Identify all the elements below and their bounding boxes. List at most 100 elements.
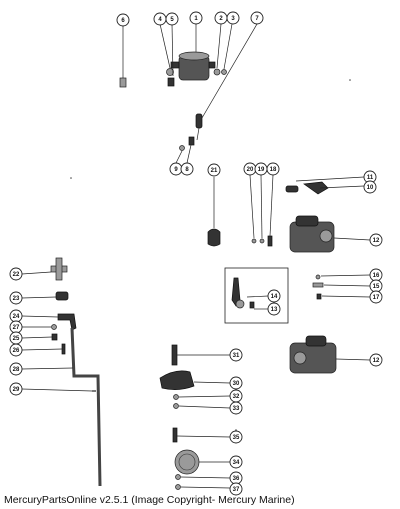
part-2-nut (213, 68, 221, 76)
callout-35: 35 (229, 430, 243, 444)
part-10-lever (303, 181, 329, 195)
callout-4: 4 (153, 12, 167, 26)
callout-23: 23 (9, 291, 23, 305)
throttle-parts (159, 344, 231, 490)
svg-text:34: 34 (233, 460, 240, 466)
carburetor-upper (285, 176, 371, 253)
part-7-lead (195, 113, 203, 129)
callout-6: 6 (116, 13, 130, 27)
callout-11: 11 (363, 170, 377, 184)
svg-text:35: 35 (233, 435, 240, 441)
callout-13: 13 (267, 302, 281, 316)
svg-text:18: 18 (270, 167, 277, 173)
callout-29: 29 (9, 382, 23, 396)
svg-text:26: 26 (13, 348, 20, 354)
svg-text:8: 8 (185, 167, 189, 173)
callout-36: 36 (229, 471, 243, 485)
part-32-washer (173, 394, 179, 400)
svg-text:5: 5 (170, 17, 174, 23)
svg-text:3: 3 (231, 16, 235, 22)
part-5-terminal (167, 77, 175, 87)
part-36-washer (175, 474, 181, 480)
svg-text:7: 7 (255, 16, 259, 22)
part-8-screw (188, 136, 195, 146)
svg-text:13: 13 (271, 307, 278, 313)
callout-12-lower: 12 (369, 353, 383, 367)
svg-text:6: 6 (121, 18, 125, 24)
callout-19: 19 (254, 162, 268, 176)
part-4-nut (166, 68, 174, 76)
svg-text:14: 14 (271, 294, 278, 300)
svg-text:12: 12 (373, 358, 380, 364)
part-24-bracket (57, 313, 77, 331)
callout-33: 33 (229, 401, 243, 415)
svg-text:9: 9 (174, 167, 178, 173)
svg-text:24: 24 (13, 314, 20, 320)
svg-text:36: 36 (233, 476, 240, 482)
svg-text:32: 32 (233, 394, 240, 400)
svg-text:29: 29 (13, 387, 20, 393)
part-35-pin (172, 427, 178, 443)
svg-text:10: 10 (367, 185, 374, 191)
part-34-disc (174, 449, 200, 475)
part-20-washer (251, 238, 257, 244)
svg-text:23: 23 (13, 296, 20, 302)
part-15-spring (312, 282, 324, 288)
callout-24: 24 (9, 309, 23, 323)
callout-1: 1 (189, 11, 203, 25)
left-rod-assembly (21, 257, 102, 487)
callout-16: 16 (369, 268, 383, 282)
part-25-screw (51, 333, 58, 341)
copyright-caption: MercuryPartsOnline v2.5.1 (Image Copyrig… (4, 494, 295, 506)
linkage-assembly (207, 174, 274, 247)
svg-text:31: 31 (233, 353, 240, 359)
part-28-rod (70, 327, 102, 487)
callout-28: 28 (9, 362, 23, 376)
part-31-pin (171, 344, 178, 366)
part-19-nut (259, 238, 265, 244)
part-11-fitting (285, 185, 299, 193)
part-6-spring (119, 77, 127, 88)
part-26-clip (61, 343, 66, 355)
svg-text:19: 19 (258, 167, 265, 173)
svg-text:22: 22 (13, 272, 20, 278)
callout-21: 21 (207, 163, 221, 177)
callout-18: 18 (266, 162, 280, 176)
svg-text:15: 15 (373, 284, 380, 290)
svg-text:33: 33 (233, 406, 240, 412)
callout-2: 2 (214, 11, 228, 25)
callout-37: 37 (229, 482, 243, 496)
svg-text:4: 4 (158, 17, 162, 23)
callout-31: 31 (229, 348, 243, 362)
solenoid-assembly (119, 23, 258, 164)
detail-box (224, 267, 371, 324)
callout-34: 34 (229, 455, 243, 469)
part-37-nut (175, 484, 181, 490)
callout-3: 3 (226, 11, 240, 25)
callout-26: 26 (9, 343, 23, 357)
part-18-screw (267, 235, 273, 247)
part-33-nut (173, 403, 179, 409)
svg-text:17: 17 (373, 295, 380, 301)
callout-12-upper: 12 (369, 233, 383, 247)
part-16-ball (315, 274, 321, 280)
svg-text:1: 1 (194, 16, 198, 22)
part-23-bushing (55, 291, 69, 301)
svg-text:25: 25 (13, 336, 20, 342)
callout-25: 25 (9, 331, 23, 345)
part-27-washer (51, 324, 57, 330)
part-13-screw (249, 301, 255, 309)
svg-text:20: 20 (247, 167, 254, 173)
callout-27-left: 27 (9, 320, 23, 334)
callout-20: 20 (243, 162, 257, 176)
part-3-washer (221, 69, 227, 75)
svg-text:16: 16 (373, 273, 380, 279)
callout-30: 30 (229, 376, 243, 390)
callout-5: 5 (165, 12, 179, 26)
svg-text:28: 28 (13, 367, 20, 373)
carburetor-lower (289, 335, 371, 374)
svg-text:2: 2 (219, 16, 223, 22)
callout-10: 10 (363, 180, 377, 194)
callouts: 6 4 5 1 2 3 7 9 8 21 20 19 18 11 10 12 1… (9, 11, 383, 496)
